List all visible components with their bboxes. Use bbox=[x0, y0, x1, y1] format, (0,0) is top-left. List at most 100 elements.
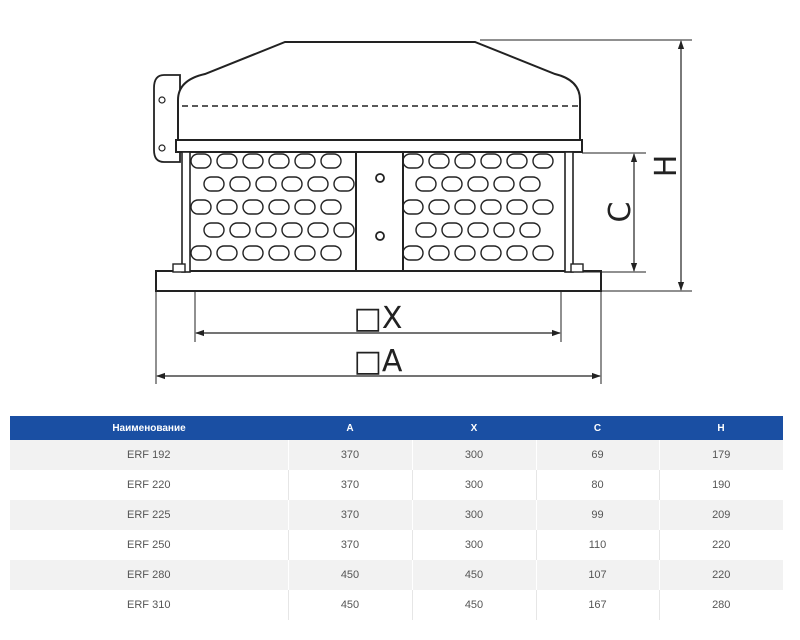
cell-c: 80 bbox=[536, 470, 660, 500]
grille-hole bbox=[320, 199, 342, 215]
grille-hole bbox=[307, 222, 329, 238]
table-row: ERF 225 370 300 99 209 bbox=[10, 500, 783, 530]
grille-hole bbox=[428, 153, 450, 169]
cell-h: 220 bbox=[659, 560, 783, 590]
grille-hole bbox=[268, 245, 290, 261]
grille-hole bbox=[402, 153, 424, 169]
grille-hole bbox=[467, 176, 489, 192]
grille-hole bbox=[294, 199, 316, 215]
dimension-c-label: C bbox=[603, 202, 638, 223]
cell-x: 450 bbox=[412, 560, 537, 590]
cell-a: 450 bbox=[288, 590, 413, 620]
cell-name: ERF 220 bbox=[10, 470, 289, 500]
grille-hole bbox=[467, 222, 489, 238]
grille-hole bbox=[281, 222, 303, 238]
grille-hole bbox=[294, 153, 316, 169]
cell-c: 69 bbox=[536, 440, 660, 470]
table-row: ERF 220 370 300 80 190 bbox=[10, 470, 783, 500]
grille-hole bbox=[441, 176, 463, 192]
cell-h: 179 bbox=[659, 440, 783, 470]
column-header-c: C bbox=[536, 416, 659, 440]
cell-x: 300 bbox=[412, 500, 537, 530]
grille-hole bbox=[480, 245, 502, 261]
grille-hole bbox=[402, 245, 424, 261]
cover-rim bbox=[175, 139, 583, 153]
grille-hole bbox=[333, 176, 355, 192]
grille-hole bbox=[216, 245, 238, 261]
table-row: ERF 192 370 300 69 179 bbox=[10, 440, 783, 470]
grille-hole bbox=[454, 153, 476, 169]
cell-h: 280 bbox=[659, 590, 783, 620]
grille-hole bbox=[402, 199, 424, 215]
cell-a: 370 bbox=[288, 530, 413, 560]
grille-hole bbox=[216, 199, 238, 215]
dimension-a-label: □A bbox=[354, 344, 403, 379]
grille-hole bbox=[493, 222, 515, 238]
grille-hole bbox=[242, 153, 264, 169]
grille-hole bbox=[255, 222, 277, 238]
protective-grille bbox=[190, 153, 554, 261]
cell-x: 300 bbox=[412, 440, 537, 470]
top-cover bbox=[177, 41, 581, 141]
cell-h: 190 bbox=[659, 470, 783, 500]
grille-hole bbox=[428, 245, 450, 261]
grille-hole bbox=[203, 222, 225, 238]
cell-name: ERF 250 bbox=[10, 530, 289, 560]
grille-hole bbox=[320, 245, 342, 261]
dimensions-table: Наименование A X C H ERF 192 370 300 69 … bbox=[10, 416, 783, 620]
cell-c: 167 bbox=[536, 590, 660, 620]
grille-hole bbox=[203, 176, 225, 192]
grille-hole bbox=[307, 176, 329, 192]
cell-c: 110 bbox=[536, 530, 660, 560]
grille-hole bbox=[532, 199, 554, 215]
base-plate bbox=[155, 270, 602, 292]
cell-name: ERF 280 bbox=[10, 560, 289, 590]
cell-x: 450 bbox=[412, 590, 537, 620]
grille-hole bbox=[216, 153, 238, 169]
column-header-a: A bbox=[288, 416, 412, 440]
grille-hole bbox=[242, 199, 264, 215]
grille-hole bbox=[242, 245, 264, 261]
cell-h: 220 bbox=[659, 530, 783, 560]
grille-hole bbox=[255, 176, 277, 192]
grille-hole bbox=[480, 153, 502, 169]
grille-hole bbox=[415, 222, 437, 238]
grille-hole bbox=[268, 199, 290, 215]
column-header-x: X bbox=[412, 416, 536, 440]
cell-a: 370 bbox=[288, 470, 413, 500]
grille-hole bbox=[519, 222, 541, 238]
column-header-name: Наименование bbox=[10, 416, 288, 440]
cell-name: ERF 225 bbox=[10, 500, 289, 530]
dimension-h-label: H bbox=[649, 155, 684, 178]
grille-hole bbox=[268, 153, 290, 169]
fan-dimension-drawing: □X □A C H bbox=[153, 39, 692, 384]
cell-a: 370 bbox=[288, 440, 413, 470]
grille-hole bbox=[506, 245, 528, 261]
grille-hole bbox=[454, 199, 476, 215]
table-header-row: Наименование A X C H bbox=[10, 416, 783, 440]
cell-x: 300 bbox=[412, 470, 537, 500]
grille-hole bbox=[519, 176, 541, 192]
cell-h: 209 bbox=[659, 500, 783, 530]
grille-hole bbox=[190, 153, 212, 169]
grille-hole bbox=[320, 153, 342, 169]
grille-hole bbox=[532, 245, 554, 261]
dimension-x-label: □X bbox=[354, 301, 403, 336]
cell-name: ERF 192 bbox=[10, 440, 289, 470]
table-row: ERF 310 450 450 167 280 bbox=[10, 590, 783, 620]
grille-hole bbox=[229, 176, 251, 192]
grille-hole bbox=[415, 176, 437, 192]
table-row: ERF 280 450 450 107 220 bbox=[10, 560, 783, 590]
cell-c: 107 bbox=[536, 560, 660, 590]
table-row: ERF 250 370 300 110 220 bbox=[10, 530, 783, 560]
grille-hole bbox=[506, 199, 528, 215]
grille-hole bbox=[454, 245, 476, 261]
grille-hole bbox=[493, 176, 515, 192]
grille-hole bbox=[441, 222, 463, 238]
grille-hole bbox=[480, 199, 502, 215]
grille-hole bbox=[229, 222, 251, 238]
cell-a: 370 bbox=[288, 500, 413, 530]
cell-x: 300 bbox=[412, 530, 537, 560]
grille-hole bbox=[190, 245, 212, 261]
grille-hole bbox=[428, 199, 450, 215]
